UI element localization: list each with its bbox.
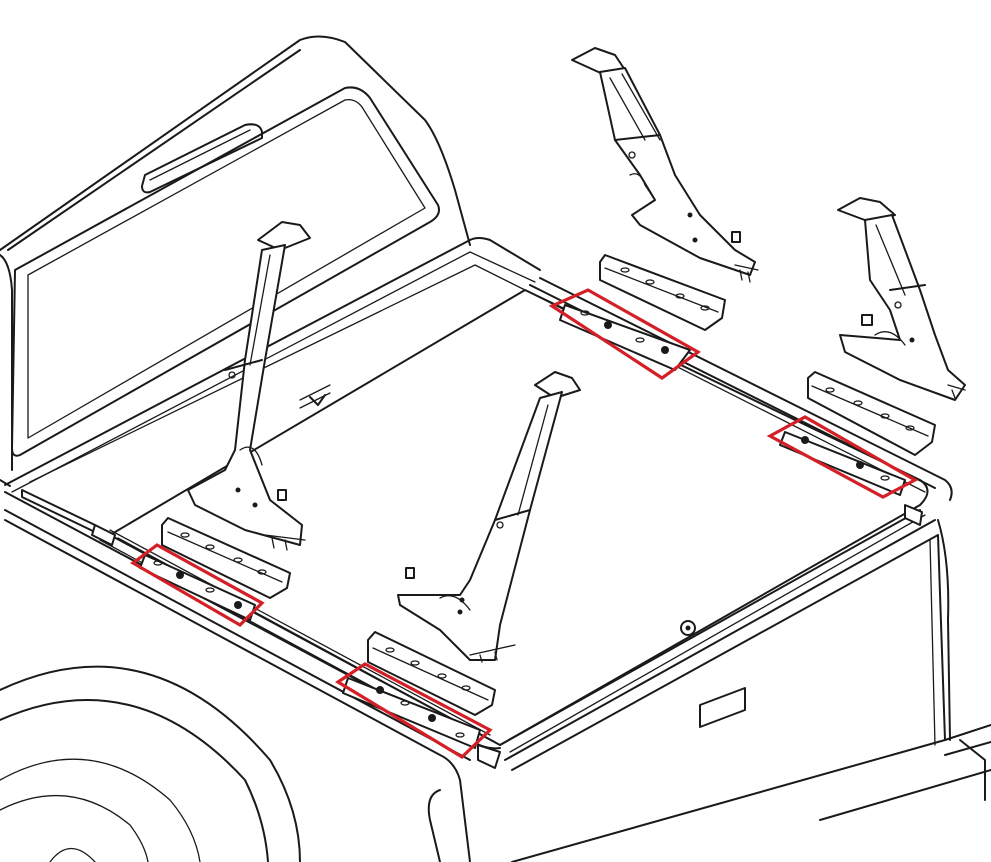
base-plate-rear-right [807, 371, 936, 456]
highlight-boxes [130, 288, 919, 760]
tailgate [511, 534, 946, 862]
tailgate-handle [699, 687, 746, 728]
upright-front-right [571, 47, 759, 283]
highlight-front-right [548, 288, 701, 380]
truck-cab [0, 35, 471, 487]
highlight-front-left [130, 543, 265, 628]
upright-rear-right [837, 197, 966, 401]
upright-front-left [187, 221, 311, 551]
rail-mount-rear-left [342, 677, 481, 749]
brake-light [141, 123, 263, 194]
highlight-rear-right [766, 415, 919, 499]
base-plate-front-right [599, 254, 726, 331]
rear-window [11, 86, 440, 457]
rear-wheel [0, 665, 301, 862]
rear-bumper [819, 724, 991, 821]
upright-rear-left [397, 371, 581, 663]
rail-mount-front-left [139, 554, 256, 621]
base-plate-front-left [161, 517, 291, 599]
highlight-rear-left [335, 662, 493, 760]
base-plate-rear-left [367, 631, 496, 716]
